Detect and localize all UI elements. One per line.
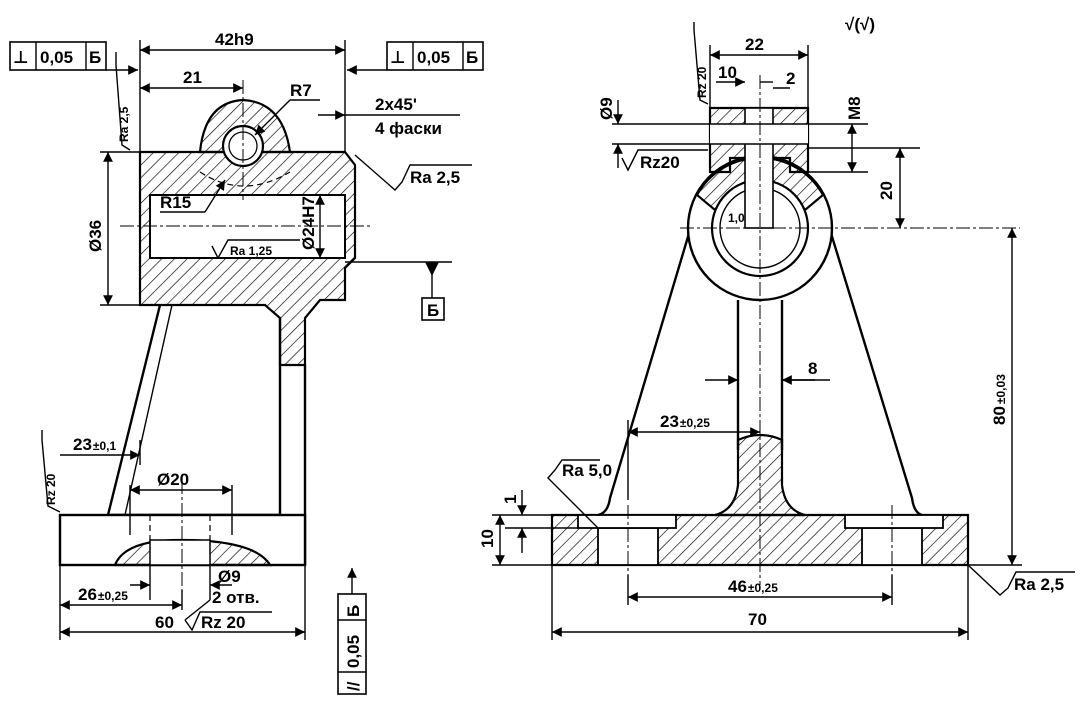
perp-tolerance-right: ⊥ 0,05 Б — [347, 41, 484, 75]
svg-text:Б: Б — [466, 48, 478, 67]
roughness-ra125: Ra 1,25 — [230, 244, 272, 258]
dim-bore: Ø24H7 — [299, 196, 318, 250]
dim-8: 8 — [808, 359, 817, 378]
dim-26: 26±0,25 — [78, 585, 128, 604]
roughness-rz20-lug: Rz20 — [640, 153, 680, 172]
dim-70: 70 — [748, 610, 767, 629]
dim-1-0: 1,0 — [728, 211, 745, 225]
dim-1: 1 — [501, 495, 520, 504]
dim-23-right: 23±0,25 — [660, 412, 710, 431]
dim-r15: R15 — [160, 193, 191, 212]
roughness-ra50: Ra 5,0 — [562, 461, 612, 480]
dim-46: 46±0,25 — [728, 577, 778, 596]
roughness-ra25-left: Ra 2,5 — [117, 106, 131, 142]
dim-dia9-left: Ø9 — [218, 567, 241, 586]
svg-text:0,05: 0,05 — [344, 635, 363, 668]
dim-21: 21 — [183, 68, 202, 87]
dim-chamfer: 2x45' — [375, 95, 417, 114]
dim-60: 60 — [155, 613, 174, 632]
roughness-ra25-bottom: Ra 2,5 — [1014, 575, 1064, 594]
datum-b: Б — [427, 301, 439, 320]
left-view: 42h9 21 R7 2x45' 4 фаски R15 Ø24H7 Ra 1,… — [9, 30, 484, 695]
svg-text:⊥: ⊥ — [13, 48, 29, 67]
parallel-tolerance: Б 0,05 // — [337, 568, 367, 695]
svg-text:⊥: ⊥ — [390, 48, 406, 67]
dim-r7: R7 — [290, 81, 312, 100]
perp-tolerance-left: ⊥ 0,05 Б — [9, 41, 138, 75]
thread-m8: M8 — [845, 96, 864, 120]
dim-36: Ø36 — [86, 220, 105, 252]
dim-dia9-right: Ø9 — [597, 97, 616, 120]
dim-22: 22 — [745, 35, 764, 54]
dim-80: 80±0,03 — [990, 374, 1009, 425]
svg-text:0,05: 0,05 — [40, 48, 73, 67]
dim-10-base: 10 — [478, 529, 497, 548]
roughness-rz20-top: Rz 20 — [695, 66, 709, 98]
dim-42h9: 42h9 — [215, 30, 254, 49]
roughness-general: √(√) — [845, 15, 875, 34]
left-leg — [106, 304, 282, 517]
dim-10-top: 10 — [718, 63, 737, 82]
svg-text:0,05: 0,05 — [417, 48, 450, 67]
chamfer-note: 4 фаски — [375, 119, 442, 138]
svg-text:Б: Б — [89, 48, 101, 67]
dim-20: 20 — [877, 181, 896, 200]
dim-23-left: 23±0,1 — [73, 435, 117, 454]
holes-note: 2 отв. — [212, 588, 260, 607]
roughness-rz20-left: Rz 20 — [44, 473, 58, 505]
roughness-ra25-right: Ra 2,5 — [410, 168, 460, 187]
roughness-rz20-bottom: Rz 20 — [201, 613, 245, 632]
right-view: √(√) 22 10 — [478, 15, 1075, 640]
dim-2-top: 2 — [786, 69, 795, 88]
svg-text://: // — [344, 681, 363, 691]
dim-dia20: Ø20 — [157, 470, 189, 489]
svg-text:Б: Б — [344, 605, 363, 617]
